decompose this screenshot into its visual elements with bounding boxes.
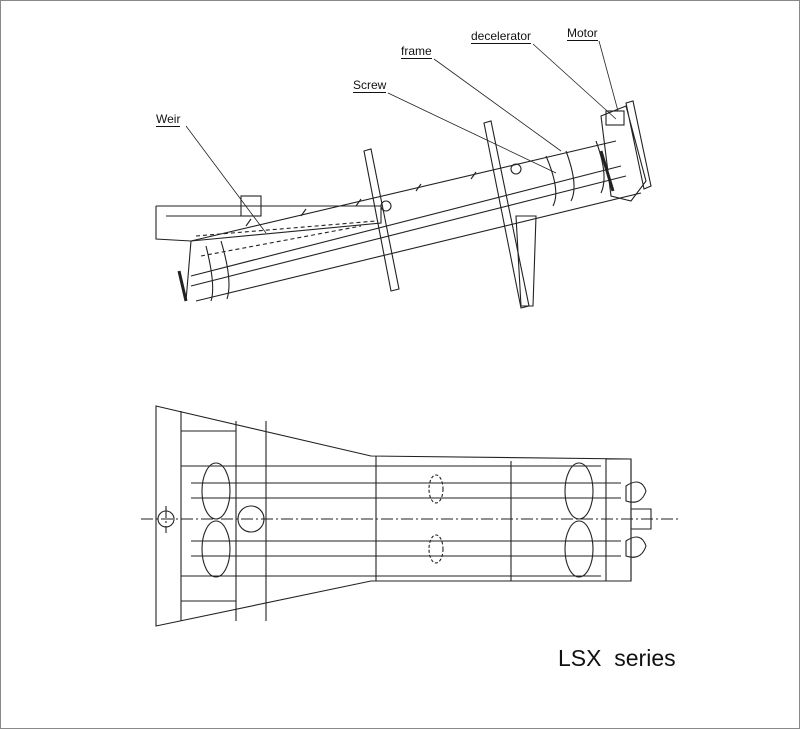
weir-box <box>240 195 262 217</box>
bearing <box>380 200 392 212</box>
inlet-port <box>237 505 265 533</box>
drive-plate <box>605 458 632 582</box>
label-decelerator: decelerator <box>471 29 532 44</box>
top-view <box>141 405 681 627</box>
frame-plate-1 <box>363 148 400 292</box>
drive-end-mark <box>177 150 615 302</box>
screw-flight <box>564 462 594 520</box>
label-leader-lines <box>185 40 619 234</box>
screw-flight <box>201 462 231 520</box>
shaft <box>190 165 627 287</box>
screw-flights <box>205 140 605 302</box>
label-frame: frame <box>401 44 432 59</box>
motor-upper <box>625 481 652 530</box>
label-screw: Screw <box>353 78 387 93</box>
side-view <box>155 40 652 309</box>
motor-housing <box>600 100 652 202</box>
trough-body <box>185 140 642 302</box>
series-title: LSX series <box>558 645 676 671</box>
motor-lower <box>625 536 647 558</box>
center-mark <box>157 510 175 528</box>
outline <box>155 405 632 627</box>
decelerator-block <box>605 110 625 126</box>
bearing <box>510 163 522 175</box>
screw-flight <box>201 520 231 578</box>
support-leg <box>515 215 537 307</box>
inner-frame <box>181 421 601 621</box>
screw-flight <box>564 520 594 578</box>
weir-inner-dashed <box>195 220 377 257</box>
label-motor: Motor <box>567 26 598 41</box>
bearing-dashed <box>428 474 444 504</box>
label-weir: Weir <box>156 112 181 127</box>
shafts <box>191 482 621 557</box>
centerline <box>141 506 681 533</box>
bearing-dashed <box>428 534 444 564</box>
